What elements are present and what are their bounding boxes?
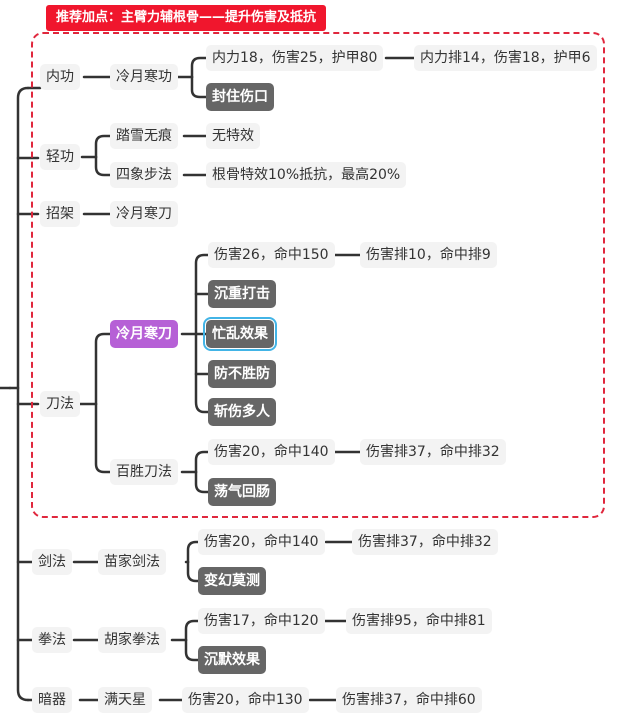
zhaojia-lengyue-handao-node[interactable]: 冷月寒刀 [110, 201, 178, 227]
zhanshang-duoren-node[interactable]: 斩伤多人 [208, 398, 276, 426]
neigong-node[interactable]: 内功 [40, 64, 80, 90]
mangluan-xiaoguo-node[interactable]: 忙乱效果 [203, 317, 277, 351]
recommended-section-frame [31, 32, 605, 518]
baisheng-rank-node[interactable]: 伤害排37，命中排32 [360, 439, 506, 465]
bianhuan-moce-node[interactable]: 变幻莫测 [198, 567, 266, 595]
hujia-stats-node[interactable]: 伤害17，命中120 [198, 608, 325, 634]
anqi-node[interactable]: 暗器 [32, 687, 72, 713]
chenmo-xiaoguo-node[interactable]: 沉默效果 [198, 646, 266, 674]
mantian-stats-node[interactable]: 伤害20，命中130 [182, 687, 309, 713]
quanfa-node[interactable]: 拳法 [32, 627, 72, 653]
hujia-rank-node[interactable]: 伤害排95，命中排81 [346, 608, 492, 634]
sixiang-effect-node[interactable]: 根骨特效10%抵抗，最高20% [206, 162, 407, 188]
fangbu-shengfang-node[interactable]: 防不胜防 [208, 360, 276, 388]
miaojia-jianfa-node[interactable]: 苗家剑法 [98, 549, 166, 575]
baisheng-stats-node[interactable]: 伤害20，命中140 [208, 439, 335, 465]
neigong-stats-node[interactable]: 内力18，伤害25，护甲80 [206, 45, 384, 71]
miaojia-stats-node[interactable]: 伤害20，命中140 [198, 529, 325, 555]
jianfa-node[interactable]: 剑法 [32, 549, 72, 575]
dangqi-huichang-node[interactable]: 荡气回肠 [208, 478, 276, 506]
baisheng-daofa-node[interactable]: 百胜刀法 [110, 459, 178, 485]
hujia-quanfa-node[interactable]: 胡家拳法 [98, 627, 166, 653]
mantianxing-node[interactable]: 满天星 [98, 687, 152, 713]
miaojia-rank-node[interactable]: 伤害排37，命中排32 [352, 529, 498, 555]
no-effect-node[interactable]: 无特效 [206, 123, 260, 149]
lengyue-handao-node[interactable]: 冷月寒刀 [110, 320, 178, 348]
handao-stats-node[interactable]: 伤害26，命中150 [208, 242, 335, 268]
lengyue-hangong-node[interactable]: 冷月寒功 [110, 64, 178, 90]
fengzhu-shangkou-node[interactable]: 封住伤口 [206, 83, 274, 111]
qinggong-node[interactable]: 轻功 [40, 144, 80, 170]
chenzhong-daji-node[interactable]: 沉重打击 [208, 280, 276, 308]
taxue-wuhen-node[interactable]: 踏雪无痕 [110, 123, 178, 149]
zhaojia-node[interactable]: 招架 [40, 201, 80, 227]
mantian-rank-node[interactable]: 伤害排37，命中排60 [336, 687, 482, 713]
daofa-node[interactable]: 刀法 [40, 391, 80, 417]
neigong-rank-node[interactable]: 内力排14，伤害18，护甲6 [414, 45, 597, 71]
handao-rank-node[interactable]: 伤害排10，命中排9 [360, 242, 497, 268]
recommendation-banner: 推荐加点：主臂力辅根骨——提升伤害及抵抗 [46, 5, 327, 31]
sixiang-bufa-node[interactable]: 四象步法 [110, 162, 178, 188]
